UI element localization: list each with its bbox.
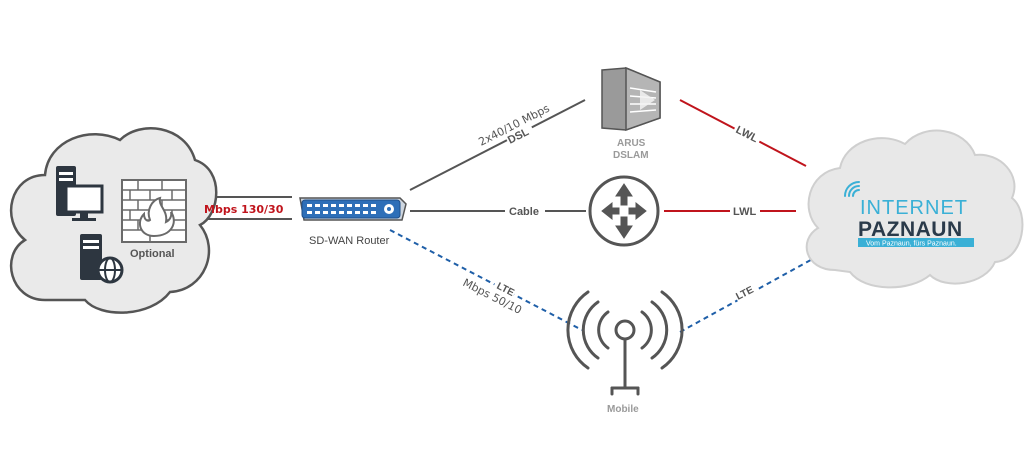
link-lte-left	[389, 229, 583, 331]
router-label: SD-WAN Router	[309, 235, 390, 247]
sdwan-router-icon	[299, 197, 407, 221]
dslam-icon	[601, 66, 661, 132]
firewall-icon	[121, 179, 187, 243]
logo-tagline-bar	[858, 238, 974, 247]
antenna-icon	[566, 290, 684, 396]
desktop-icon	[64, 184, 104, 221]
lwl-mid-label: LWL	[733, 206, 756, 218]
flame-icon	[138, 196, 175, 238]
bandwidth-label: Mbps 130/30	[204, 203, 284, 216]
cable-label: Cable	[509, 206, 539, 218]
dslam-label-line2: DSLAM	[613, 150, 649, 161]
link-dsl	[409, 99, 586, 191]
logo-line2: PAZNAUN	[858, 218, 963, 241]
internet-cloud	[805, 129, 1024, 289]
logo-tagline: Vom Paznaun, fürs Paznaun.	[866, 241, 957, 248]
optional-label: Optional	[130, 248, 175, 260]
logo-line1: INTERNET	[860, 197, 968, 219]
dslam-label-line1: ARUS	[617, 138, 646, 149]
internet-cloud-shape	[805, 129, 1024, 289]
lte-speed-label: Mbps 50/10	[461, 276, 524, 317]
mobile-label: Mobile	[607, 404, 639, 415]
web-server-icon	[80, 234, 124, 284]
wifi-icon	[844, 181, 860, 197]
router-icon	[588, 175, 660, 247]
